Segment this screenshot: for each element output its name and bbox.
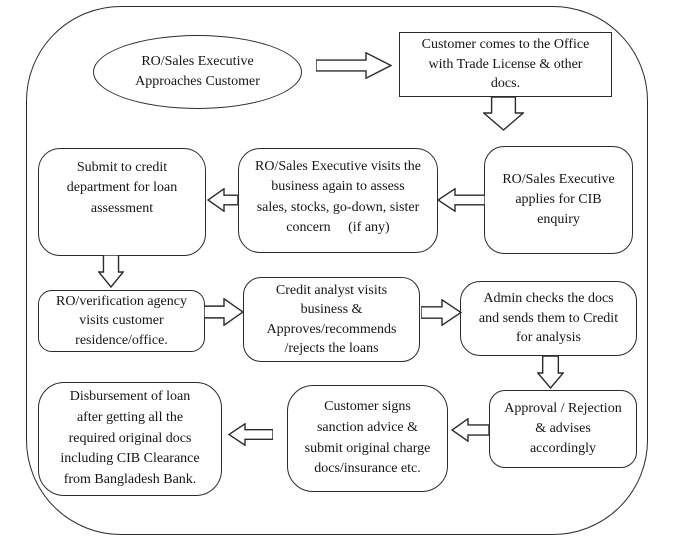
node-approval-rejection-label: Approval / Rejection & advises according… bbox=[504, 401, 622, 456]
node-cib-enquiry: RO/Sales Executive applies for CIB enqui… bbox=[484, 146, 633, 254]
node-credit-analyst: Credit analyst visits business & Approve… bbox=[243, 277, 420, 362]
arrow-submit-to-verification-icon bbox=[98, 255, 124, 288]
node-approach-customer-label: RO/Sales Executive Approaches Customer bbox=[135, 53, 260, 89]
arrow-signs-to-disbursement-icon bbox=[228, 423, 273, 446]
node-verification-visit-label: RO/verification agency visits customer r… bbox=[55, 294, 187, 348]
arrow-approach-to-office-icon bbox=[316, 52, 392, 79]
node-submit-credit-label: Submit to credit department for loan ass… bbox=[66, 160, 178, 216]
node-verification-visit: RO/verification agency visits customer r… bbox=[38, 290, 205, 352]
node-disbursement-label: Disbursement of loan after getting all t… bbox=[60, 389, 200, 488]
node-submit-credit: Submit to credit department for loan ass… bbox=[38, 148, 206, 256]
node-admin-checks-label: Admin checks the docs and sends them to … bbox=[478, 290, 619, 346]
arrow-office-to-cib-icon bbox=[483, 97, 524, 131]
arrow-analyst-to-admin-icon bbox=[421, 299, 462, 326]
node-cib-enquiry-label: RO/Sales Executive applies for CIB enqui… bbox=[502, 171, 615, 228]
arrow-verification-to-analyst-icon bbox=[204, 298, 244, 326]
node-customer-signs-label: Customer signs sanction advice & submit … bbox=[304, 399, 431, 477]
node-credit-analyst-label: Credit analyst visits business & Approve… bbox=[266, 282, 397, 356]
node-customer-signs: Customer signs sanction advice & submit … bbox=[287, 385, 448, 492]
arrow-approval-to-signs-icon bbox=[451, 418, 489, 442]
node-customer-office-label: Customer comes to the Office with Trade … bbox=[421, 36, 590, 92]
node-approach-customer: RO/Sales Executive Approaches Customer bbox=[93, 35, 302, 109]
flowchart-outer-border bbox=[26, 6, 648, 535]
arrow-cib-to-visit-icon bbox=[437, 188, 485, 212]
node-customer-office: Customer comes to the Office with Trade … bbox=[399, 32, 612, 97]
node-approval-rejection: Approval / Rejection & advises according… bbox=[489, 390, 637, 468]
node-visit-business-label: RO/Sales Executive visits the business a… bbox=[254, 159, 422, 235]
node-visit-business: RO/Sales Executive visits the business a… bbox=[238, 148, 438, 253]
node-admin-checks: Admin checks the docs and sends them to … bbox=[460, 281, 637, 356]
node-disbursement: Disbursement of loan after getting all t… bbox=[38, 382, 222, 496]
arrow-visit-to-submit-icon bbox=[207, 188, 238, 212]
arrow-admin-to-approval-icon bbox=[537, 356, 564, 389]
